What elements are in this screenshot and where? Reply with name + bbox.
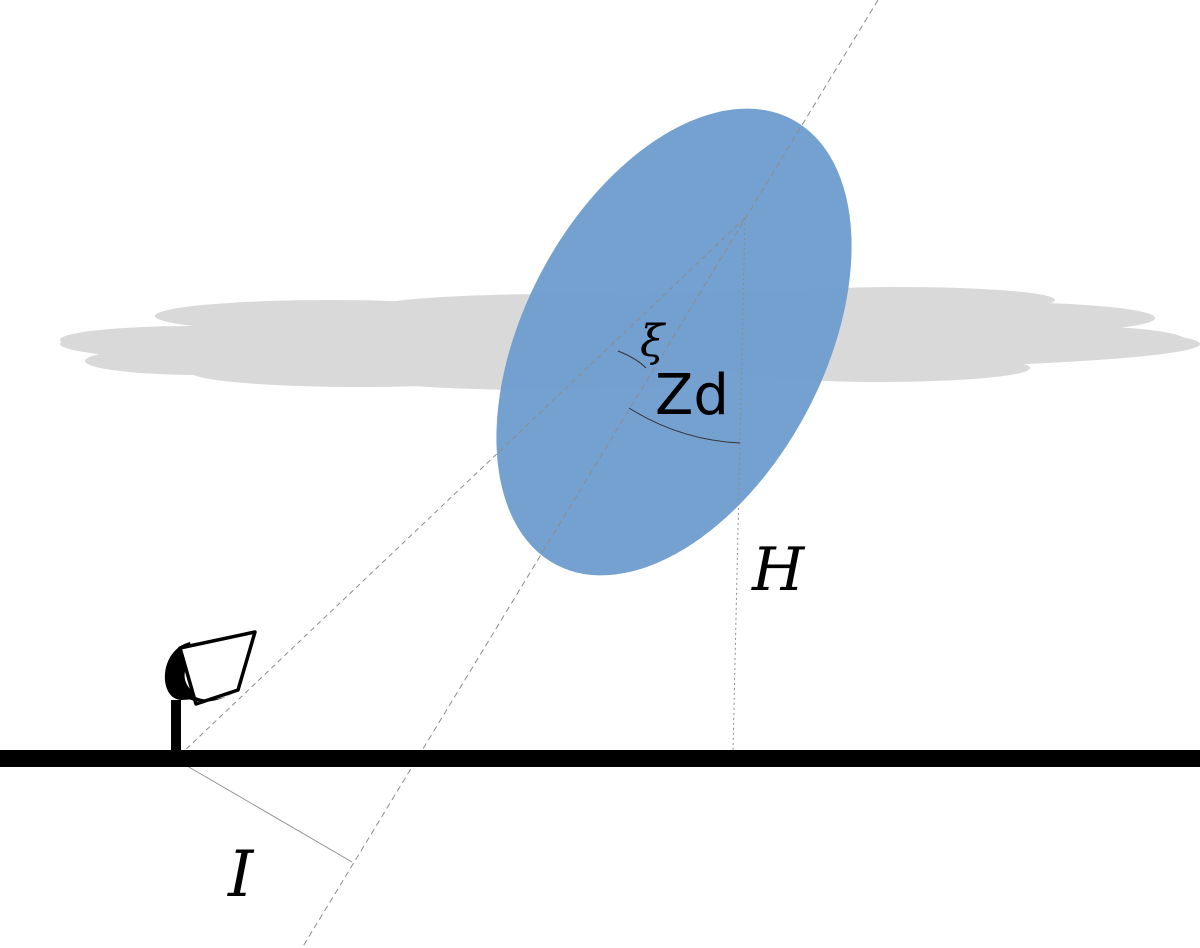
guide-lines — [179, 0, 879, 948]
height-label: H — [751, 535, 806, 605]
zd-angle-arc — [628, 407, 741, 444]
shower-axis-line — [301, 0, 879, 948]
vertical-height-line — [732, 217, 746, 753]
zd-label: Zd — [655, 363, 729, 428]
shower-ellipse — [496, 108, 852, 576]
ground-line — [0, 750, 1200, 767]
impact-distance-label: I — [227, 838, 255, 912]
telescope-dish-icon — [164, 630, 257, 754]
xi-angle-arc — [617, 350, 647, 369]
impact-distance-line — [181, 762, 353, 863]
xi-label: ξ — [640, 316, 667, 367]
telescope-sight-line — [179, 217, 746, 756]
